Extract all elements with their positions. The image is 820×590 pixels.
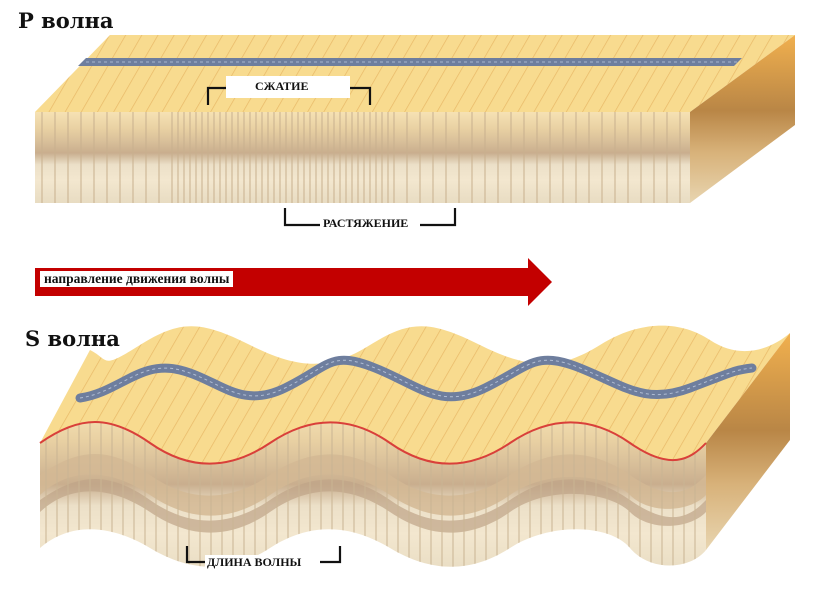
s-wave-side-face <box>706 333 790 550</box>
compression-label: СЖАТИЕ <box>255 79 309 93</box>
p-wave-slice-lines <box>41 112 681 203</box>
p-wave-block <box>35 35 795 203</box>
s-wave-block <box>39 325 790 567</box>
wavelength-bracket <box>185 546 342 564</box>
p-wave-top-face <box>35 35 795 112</box>
p-wave-title: P волна <box>18 8 114 33</box>
compression-label-box <box>226 76 350 98</box>
direction-label: направление движения волны <box>40 271 234 287</box>
direction-arrow <box>35 258 552 306</box>
rarefaction-bracket <box>283 208 457 227</box>
s-wave-top-face <box>40 325 790 464</box>
wavelength-label: ДЛИНА ВОЛНЫ <box>205 555 304 570</box>
p-wave-side-face <box>690 35 795 203</box>
s-wave-red-line <box>39 421 707 465</box>
p-wave-front-face <box>35 112 690 203</box>
compression-bracket <box>206 86 372 105</box>
s-wave-title: S волна <box>25 326 120 351</box>
rarefaction-label: РАСТЯЖЕНИЕ <box>321 216 411 231</box>
